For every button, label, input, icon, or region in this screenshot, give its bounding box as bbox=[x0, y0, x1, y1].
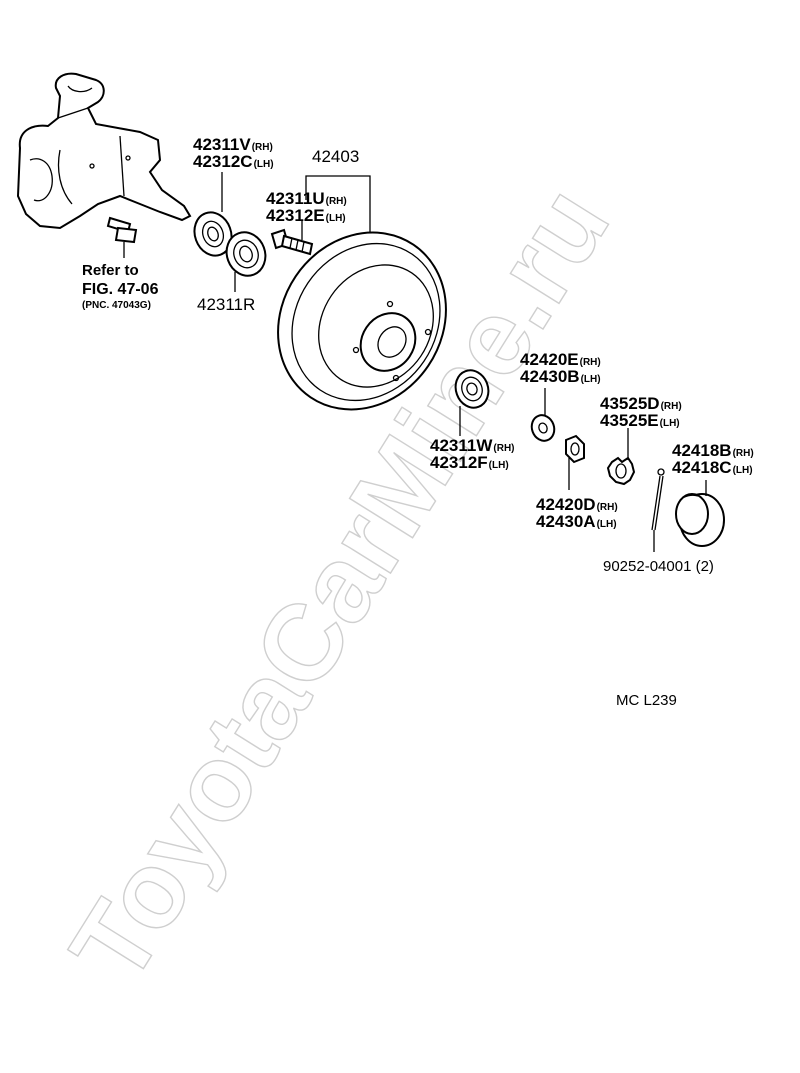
refer-figure-label: FIG. 47-06 bbox=[82, 281, 159, 298]
label-42430A: 42430A(LH) bbox=[536, 512, 617, 531]
label-42312E: 42312E(LH) bbox=[266, 206, 346, 225]
label-42311W: 42311W(RH) bbox=[430, 436, 515, 455]
steering-knuckle-drawing bbox=[16, 72, 192, 230]
label-43525E: 43525E(LH) bbox=[600, 411, 680, 430]
label-42311V: 42311V(RH) bbox=[193, 135, 273, 154]
hub-nut-drawing bbox=[565, 434, 585, 464]
brake-drum-drawing bbox=[277, 231, 447, 411]
knuckle-bolt-drawing bbox=[106, 216, 138, 244]
label-42418B: 42418B(RH) bbox=[672, 441, 754, 460]
inner-bearing-drawing bbox=[225, 231, 267, 277]
label-42430B: 42430B(LH) bbox=[520, 367, 601, 386]
label-43525D: 43525D(RH) bbox=[600, 394, 682, 413]
label-42312C: 42312C(LH) bbox=[193, 152, 274, 171]
hub-bolt-drawing bbox=[270, 228, 314, 256]
cotter-pin-drawing bbox=[651, 468, 665, 531]
refer-pnc-label: (PNC. 47043G) bbox=[82, 300, 151, 311]
outer-bearing-drawing bbox=[454, 369, 490, 409]
label-42312F: 42312F(LH) bbox=[430, 453, 509, 472]
label-42311U: 42311U(RH) bbox=[266, 189, 347, 208]
figure-code: MC L239 bbox=[616, 692, 677, 709]
label-42420E: 42420E(RH) bbox=[520, 350, 601, 369]
leader-42403 bbox=[305, 175, 371, 232]
label-42420D: 42420D(RH) bbox=[536, 495, 618, 514]
label-42311R: 42311R bbox=[197, 295, 255, 314]
label-90252-04001: 90252-04001 (2) bbox=[603, 558, 714, 575]
washer-drawing bbox=[530, 414, 556, 442]
oil-seal-drawing bbox=[193, 211, 233, 257]
label-42403: 42403 bbox=[312, 147, 359, 166]
refer-to-label: Refer to bbox=[82, 262, 139, 279]
label-42418C: 42418C(LH) bbox=[672, 458, 753, 477]
nut-lock-drawing bbox=[606, 456, 636, 486]
grease-cap-drawing bbox=[675, 493, 725, 547]
